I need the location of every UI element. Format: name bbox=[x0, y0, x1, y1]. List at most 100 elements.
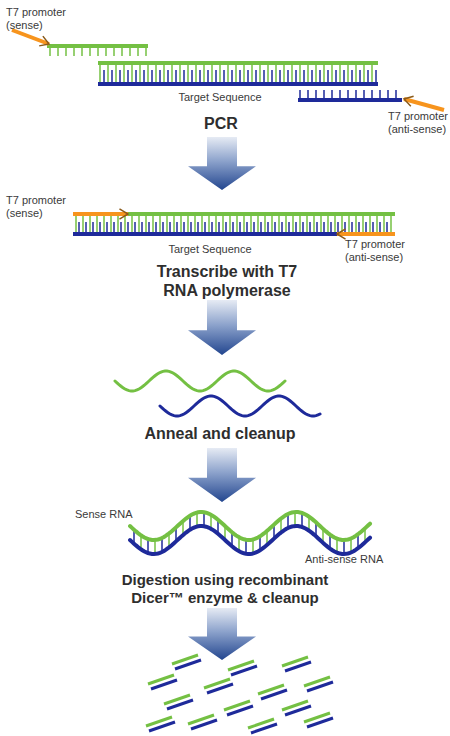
base-pair-tick bbox=[223, 70, 225, 83]
base-pair-tick bbox=[204, 222, 206, 232]
base-pair-tick bbox=[175, 70, 177, 83]
base-pair-tick bbox=[162, 222, 164, 232]
base-pair-tick bbox=[255, 70, 257, 83]
base-pair-tick bbox=[207, 70, 209, 83]
annotation-label: Target Sequence bbox=[140, 243, 280, 256]
base-pair-tick bbox=[386, 222, 388, 232]
base-pair-tick bbox=[347, 64, 349, 83]
base-pair-tick bbox=[343, 70, 345, 83]
base-pair-tick bbox=[139, 64, 141, 83]
base-pair-tick bbox=[334, 216, 336, 232]
base-pair-tick bbox=[251, 64, 253, 83]
base-pair-tick bbox=[309, 222, 311, 232]
antisense-rna bbox=[160, 396, 320, 416]
base-pair-tick bbox=[376, 216, 378, 232]
sense-rna bbox=[115, 371, 285, 391]
base-pair-tick bbox=[215, 70, 217, 83]
base-pair-tick bbox=[351, 222, 353, 232]
base-pair-tick bbox=[337, 222, 339, 232]
base-pair-tick bbox=[159, 70, 161, 83]
base-pair-tick bbox=[173, 216, 175, 232]
base-pair-tick bbox=[231, 70, 233, 83]
base-pair-tick bbox=[315, 64, 317, 83]
base-pair-tick bbox=[99, 222, 101, 232]
base-pair-tick bbox=[197, 222, 199, 232]
base-pair-tick bbox=[299, 64, 301, 83]
base-pair-tick bbox=[327, 70, 329, 83]
step-label: Transcribe with T7 RNA polymerase bbox=[142, 262, 312, 300]
base-pair-tick bbox=[124, 216, 126, 232]
base-pair-tick bbox=[225, 222, 227, 232]
base-pair-tick bbox=[302, 222, 304, 232]
base-pair-tick bbox=[316, 222, 318, 232]
base-pair-tick bbox=[131, 216, 133, 232]
base-pair-tick bbox=[106, 222, 108, 232]
base-pair-tick bbox=[167, 70, 169, 83]
base-pair-tick bbox=[131, 64, 133, 83]
primer-arrow-head bbox=[337, 229, 346, 239]
base-pair-tick bbox=[187, 216, 189, 232]
annotation-label: Target Sequence bbox=[150, 91, 290, 104]
base-pair-tick bbox=[227, 64, 229, 83]
base-pair-tick bbox=[154, 540, 156, 554]
base-pair-tick bbox=[358, 222, 360, 232]
step-label: PCR bbox=[181, 114, 261, 133]
base-pair-tick bbox=[218, 222, 220, 232]
base-pair-tick bbox=[127, 70, 129, 83]
base-pair-tick bbox=[145, 216, 147, 232]
base-pair-tick bbox=[89, 216, 91, 232]
base-pair-tick bbox=[344, 222, 346, 232]
base-pair-tick bbox=[171, 64, 173, 83]
base-pair-tick bbox=[199, 70, 201, 83]
sense-rna bbox=[130, 512, 370, 540]
annotation-label: T7 promoter (sense) bbox=[6, 6, 86, 32]
base-pair-tick bbox=[107, 64, 109, 83]
base-pair-tick bbox=[243, 64, 245, 83]
base-pair-tick bbox=[191, 70, 193, 83]
sirna-antisense bbox=[307, 682, 333, 691]
sirna-antisense bbox=[175, 660, 201, 669]
base-pair-tick bbox=[267, 64, 269, 83]
base-pair-tick bbox=[283, 64, 285, 83]
sirna-antisense bbox=[149, 722, 175, 731]
sirna-antisense bbox=[251, 724, 277, 733]
base-pair-tick bbox=[239, 70, 241, 83]
base-pair-tick bbox=[355, 216, 357, 232]
annotation-label: Sense RNA bbox=[75, 508, 165, 521]
base-pair-tick bbox=[288, 222, 290, 232]
base-pair-tick bbox=[232, 222, 234, 232]
annotation-label: T7 promoter (anti-sense) bbox=[345, 238, 420, 264]
base-pair-tick bbox=[183, 222, 185, 232]
sense-primer bbox=[47, 44, 148, 48]
base-pair-tick bbox=[111, 70, 113, 83]
sirna-antisense bbox=[207, 684, 233, 693]
base-pair-tick bbox=[379, 222, 381, 232]
base-pair-tick bbox=[253, 222, 255, 232]
base-pair-tick bbox=[383, 216, 385, 232]
base-pair-tick bbox=[195, 64, 197, 83]
base-pair-tick bbox=[260, 222, 262, 232]
base-pair-tick bbox=[287, 70, 289, 83]
base-pair-tick bbox=[119, 70, 121, 83]
base-pair-tick bbox=[243, 216, 245, 232]
base-pair-tick bbox=[271, 216, 273, 232]
dna-strand-antisense bbox=[98, 82, 378, 86]
base-pair-tick bbox=[257, 216, 259, 232]
base-pair-tick bbox=[236, 216, 238, 232]
base-pair-tick bbox=[369, 216, 371, 232]
primer-arrow-head bbox=[404, 96, 414, 106]
base-pair-tick bbox=[371, 64, 373, 83]
base-pair-tick bbox=[311, 70, 313, 83]
base-pair-tick bbox=[319, 70, 321, 83]
step-label: Digestion using recombinant Dicer™ enzym… bbox=[105, 571, 345, 607]
base-pair-tick bbox=[279, 70, 281, 83]
base-pair-tick bbox=[211, 222, 213, 232]
base-pair-tick bbox=[303, 70, 305, 83]
base-pair-tick bbox=[362, 216, 364, 232]
base-pair-tick bbox=[211, 64, 213, 83]
base-pair-tick bbox=[141, 222, 143, 232]
base-pair-tick bbox=[259, 64, 261, 83]
sirna-antisense bbox=[151, 680, 177, 689]
base-pair-tick bbox=[229, 216, 231, 232]
process-arrow bbox=[188, 608, 256, 660]
